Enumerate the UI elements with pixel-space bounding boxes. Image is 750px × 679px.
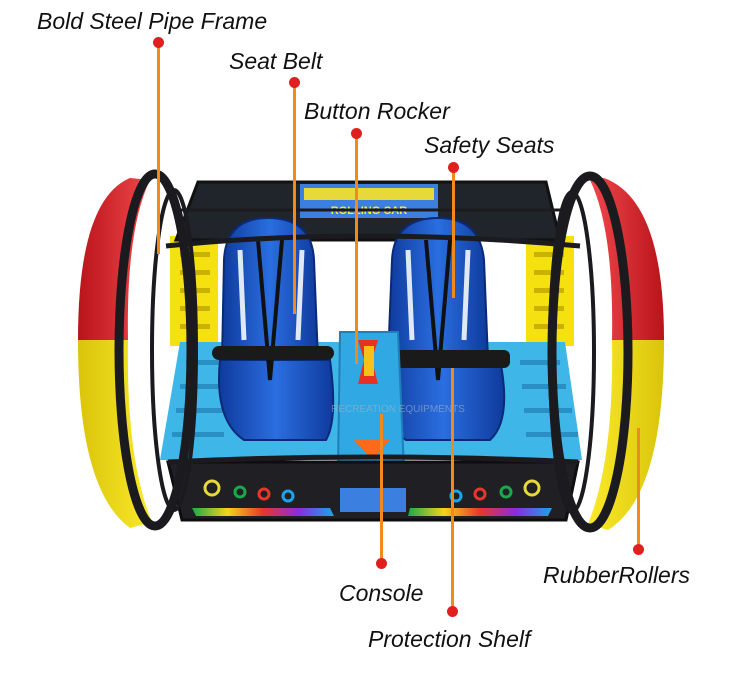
- leader-line-safety-seats: [452, 168, 455, 298]
- label-protection-shelf: Protection Shelf: [368, 626, 531, 652]
- leader-line-frame: [157, 44, 160, 254]
- leader-line-protection-shelf: [451, 368, 454, 613]
- callout-dot-button-rocker: [351, 128, 362, 139]
- leader-line-seat-belt: [293, 84, 296, 314]
- center-console: [336, 331, 406, 471]
- callout-dot-protection-shelf: [447, 606, 458, 617]
- left-safety-seat: [212, 216, 335, 441]
- callout-dot-seat-belt: [289, 77, 300, 88]
- leader-line-console: [380, 414, 383, 564]
- front-dashboard: [166, 460, 580, 522]
- leader-line-button-rocker: [355, 134, 358, 364]
- callout-dot-frame: [153, 37, 164, 48]
- label-button-rocker: Button Rocker: [304, 98, 450, 124]
- label-seat-belt: Seat Belt: [229, 48, 323, 74]
- label-rollers: RubberRollers: [543, 562, 691, 588]
- watermark-text: RECREATION EQUIPMENTS: [331, 404, 465, 415]
- callout-dot-console: [376, 558, 387, 569]
- label-console: Console: [339, 580, 424, 606]
- label-frame: Bold Steel Pipe Frame: [37, 8, 268, 34]
- callout-dot-rollers: [633, 544, 644, 555]
- steel-pipe-frame: [114, 169, 633, 533]
- callout-dot-safety-seats: [448, 162, 459, 173]
- label-safety-seats: Safety Seats: [424, 132, 555, 158]
- leader-line-rollers: [637, 428, 640, 550]
